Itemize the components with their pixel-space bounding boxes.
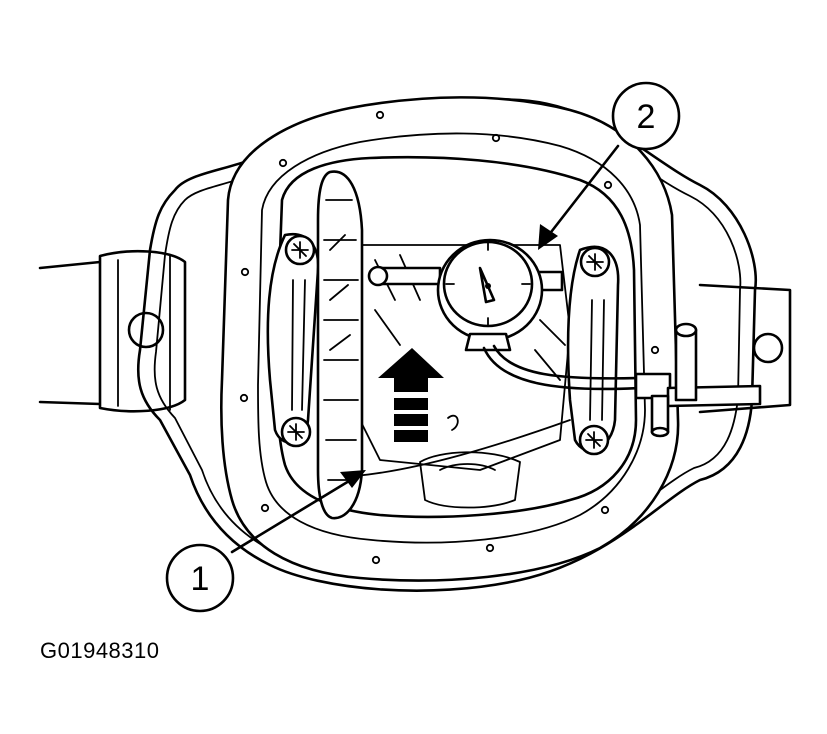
leader-lines xyxy=(230,144,620,554)
movement-arrow-icon xyxy=(378,348,459,442)
dial-indicator-icon xyxy=(436,238,544,352)
callout-1-label: 1 xyxy=(191,560,210,598)
left-axle-hole xyxy=(127,311,165,349)
callout-2: 2 xyxy=(611,81,681,151)
right-bearing-cap xyxy=(566,245,620,456)
bolt-holes xyxy=(239,110,660,565)
ring-gear-icon xyxy=(316,170,364,520)
left-bearing-cap xyxy=(266,232,320,448)
magnetic-base-arm xyxy=(482,322,762,438)
figure-id: G01948310 xyxy=(40,638,160,663)
right-axle-hole xyxy=(752,332,784,364)
callout-1: 1 xyxy=(165,543,235,613)
callout-2-label: 2 xyxy=(637,98,656,136)
